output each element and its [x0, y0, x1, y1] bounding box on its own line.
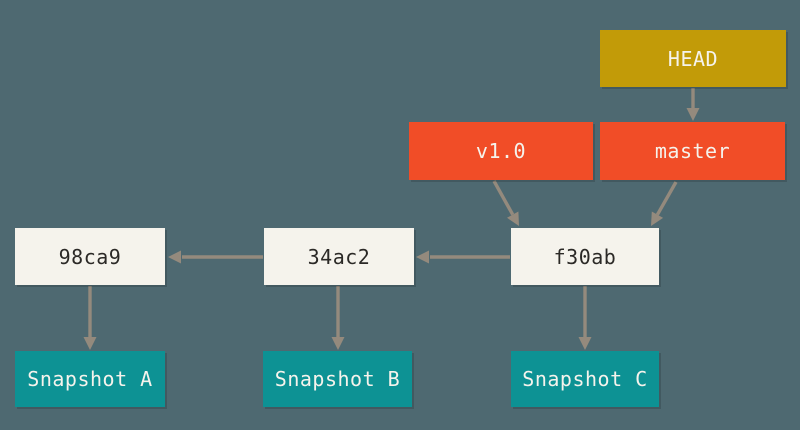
head-ref-box: HEAD — [600, 30, 786, 87]
head-ref-label: HEAD — [667, 46, 719, 71]
arrow-head-to-master — [686, 88, 700, 121]
snapshot-b-label: Snapshot B — [274, 367, 401, 391]
arrow-34ac2-to-98ca9 — [168, 250, 263, 264]
snapshot-c-label: Snapshot C — [522, 367, 648, 391]
commit-box-34ac2: 34ac2 — [264, 228, 414, 285]
master-branch-label: master — [654, 139, 731, 163]
commit-label-98ca9: 98ca9 — [58, 244, 122, 269]
arrow-34ac2-to-snapshot-b — [331, 286, 345, 350]
arrow-f30ab-to-snapshot-c — [578, 286, 592, 350]
commit-label-f30ab: f30ab — [553, 244, 617, 269]
master-branch-box: master — [600, 122, 785, 180]
commit-box-98ca9: 98ca9 — [15, 228, 165, 285]
arrow-f30ab-to-34ac2 — [416, 250, 510, 264]
commit-box-f30ab: f30ab — [511, 228, 659, 285]
arrow-v10-to-f30ab — [492, 180, 519, 226]
snapshot-a-label: Snapshot A — [27, 367, 153, 391]
snapshot-a-box: Snapshot A — [15, 351, 165, 407]
tag-v1-box: v1.0 — [409, 122, 593, 180]
commit-label-34ac2: 34ac2 — [307, 244, 371, 269]
snapshot-b-box: Snapshot B — [263, 351, 412, 407]
tag-v1-label: v1.0 — [475, 139, 527, 163]
snapshot-c-box: Snapshot C — [511, 351, 659, 407]
arrow-98ca9-to-snapshot-a — [83, 286, 97, 350]
arrow-master-to-f30ab — [651, 181, 678, 226]
